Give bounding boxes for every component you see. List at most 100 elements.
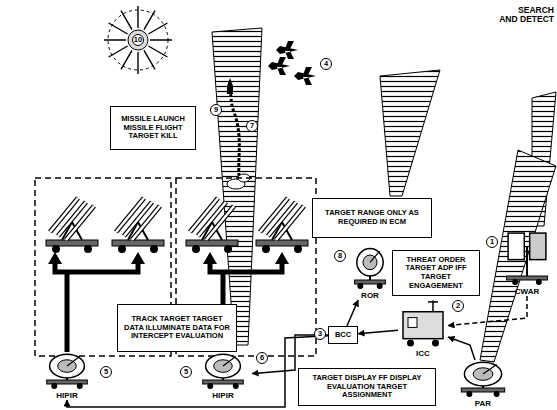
radar-beam [212, 28, 262, 345]
unit-caption: PAR [452, 399, 514, 408]
equipment-icon [348, 246, 392, 289]
control-shelter: ICC [398, 298, 448, 358]
callout-number: 8 [334, 250, 346, 262]
radar-unit: HIPIR [38, 352, 96, 400]
unit-label: PAR [452, 399, 514, 408]
box-text: BCC [335, 331, 351, 340]
signal-arrow [358, 330, 398, 334]
equipment-drawing [203, 354, 244, 389]
icon-part [494, 391, 500, 397]
box-text: TRACK TARGET TARGET DATA ILLUMINATE DATA… [121, 315, 233, 341]
icon-part [536, 279, 542, 285]
signal-arrow [347, 300, 358, 326]
equipment-drawing [461, 362, 504, 397]
icon-part [357, 249, 383, 277]
icon-part [526, 247, 528, 277]
missile-trail [230, 92, 240, 186]
radar-unit: ROR [348, 246, 392, 300]
callout-number: 5 [180, 366, 192, 378]
missile-launcher [46, 198, 98, 253]
jet [276, 41, 298, 59]
explosion [104, 6, 172, 74]
unit-caption: ROR [348, 291, 392, 300]
callout-number: 2 [452, 300, 464, 312]
icon-part [77, 383, 83, 389]
equipment-drawing [47, 354, 88, 389]
icon-part [506, 276, 547, 280]
blast-rays [104, 6, 172, 74]
missile-flight [227, 78, 250, 189]
icon-part [466, 391, 472, 397]
callout-number: 4 [320, 58, 332, 70]
info-box: TRACK TARGET TARGET DATA ILLUMINATE DATA… [117, 304, 237, 352]
icon-part [464, 362, 501, 386]
unit-label: CWAR [500, 287, 554, 296]
unit-label: HIPIR [194, 391, 252, 400]
radar-beam [480, 150, 556, 362]
info-box: MISSILE LAUNCH MISSILE FLIGHT TARGET KIL… [110, 106, 196, 150]
unit-caption: HIPIR [38, 391, 96, 400]
icon-part [223, 356, 236, 366]
icon-part [408, 318, 417, 328]
jet [268, 57, 290, 75]
icon-part [530, 233, 546, 260]
radar-unit: PAR [452, 360, 514, 408]
unit-caption: CWAR [500, 287, 554, 296]
box-text: TARGET DISPLAY FF DISPLAY EVALUATION TAR… [302, 374, 432, 400]
arrow-tip [275, 252, 289, 264]
missile [227, 78, 233, 94]
box-text: MISSILE LAUNCH MISSILE FLIGHT TARGET KIL… [114, 115, 192, 141]
icon-part [407, 340, 414, 347]
radar-unit: HIPIR [194, 352, 252, 400]
unit-label: HIPIR [38, 391, 96, 400]
callout-number: 3 [314, 328, 326, 340]
callout-number: 1 [486, 236, 498, 248]
box-text: THREAT ORDER TARGET ADP IFF TARGET ENGAG… [396, 256, 476, 291]
equipment-drawing [403, 300, 443, 346]
info-box: THREAT ORDER TARGET ADP IFF TARGET ENGAG… [392, 250, 480, 296]
icon-part [233, 383, 239, 389]
info-box: TARGET RANGE ONLY AS REQUIRED IN ECM [312, 198, 432, 238]
icon-part [428, 301, 438, 303]
equipment-icon [500, 226, 554, 285]
equipment-drawing [355, 249, 386, 289]
signal-arrow [448, 337, 475, 360]
equipment-icon [38, 352, 96, 389]
icon-part [51, 383, 57, 389]
equipment-icon [194, 352, 252, 389]
icon-part [483, 364, 497, 374]
icon-part [512, 279, 518, 285]
jet [294, 67, 316, 85]
icon-part [206, 354, 241, 378]
equipment-icon [452, 360, 514, 397]
missile-launcher [186, 198, 238, 253]
icon-part [357, 283, 363, 289]
icon-part [377, 283, 383, 289]
caption-text: SEARCH AND DETECT [498, 6, 554, 25]
equipment-drawing [506, 233, 547, 285]
missile-launcher [256, 198, 308, 253]
radar-unit: CWAR [500, 226, 554, 296]
callout-number: 7 [246, 120, 258, 132]
callout-number: 6 [256, 352, 268, 364]
icon-part [50, 354, 85, 378]
signal-arrow [448, 296, 527, 326]
arrow-tip [203, 252, 217, 264]
icon-part [432, 340, 439, 347]
callout-number: 10 [132, 34, 144, 46]
icon-part [403, 312, 443, 339]
icon-part [207, 383, 213, 389]
icon-part [67, 356, 80, 366]
arrow-tip [131, 252, 145, 264]
equipment-icon [398, 298, 448, 347]
icon-part [461, 388, 504, 392]
unit-caption: ICC [398, 349, 448, 358]
unit-caption: HIPIR [194, 391, 252, 400]
info-box: TARGET DISPLAY FF DISPLAY EVALUATION TAR… [298, 368, 436, 406]
unit-label: ICC [398, 349, 448, 358]
blast-core [128, 30, 148, 50]
icon-part [508, 233, 524, 260]
